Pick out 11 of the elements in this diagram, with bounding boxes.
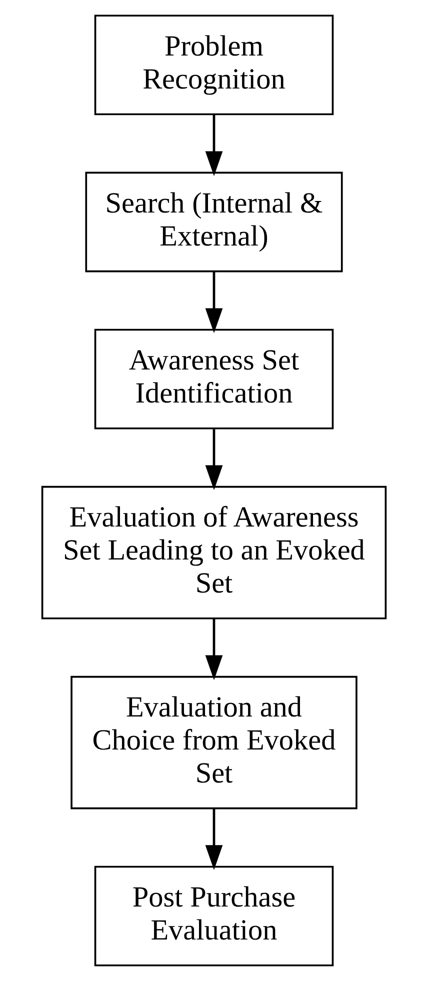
arrow xyxy=(204,618,222,680)
arrow xyxy=(204,808,222,870)
node-box: Post Purchase Evaluation xyxy=(94,866,334,966)
arrow xyxy=(204,429,222,490)
arrow xyxy=(204,272,222,334)
node-box: Problem Recognition xyxy=(94,14,334,116)
arrow xyxy=(204,114,222,176)
node-box: Evaluation of Awareness Set Leading to an Evoked Set xyxy=(40,486,386,620)
node-box: Awareness Set Identification xyxy=(94,328,334,430)
node-box: Search (Internal & External) xyxy=(84,172,342,272)
node-box: Evaluation and Choice from Evoked Set xyxy=(70,676,357,810)
